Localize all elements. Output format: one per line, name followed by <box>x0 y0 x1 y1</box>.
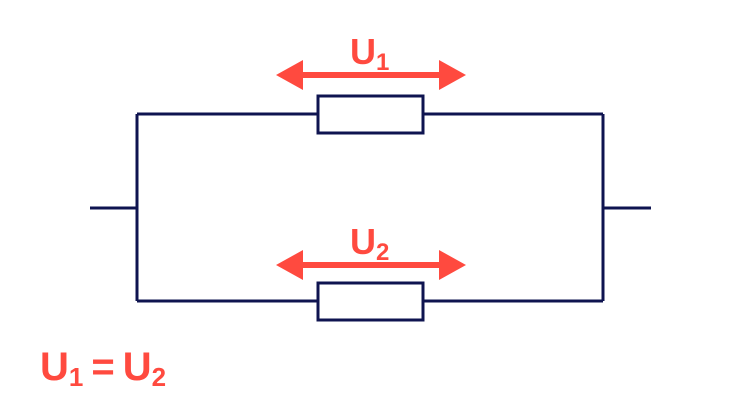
resistor-2 <box>316 281 425 322</box>
voltage-arrow-1 <box>276 60 466 90</box>
label-u2: U2 <box>350 221 389 266</box>
voltage-arrow-2 <box>276 250 466 280</box>
formula-u1-equals-u2: U1=U2 <box>40 345 166 392</box>
resistor-1 <box>316 94 425 135</box>
label-u1: U1 <box>350 31 389 76</box>
